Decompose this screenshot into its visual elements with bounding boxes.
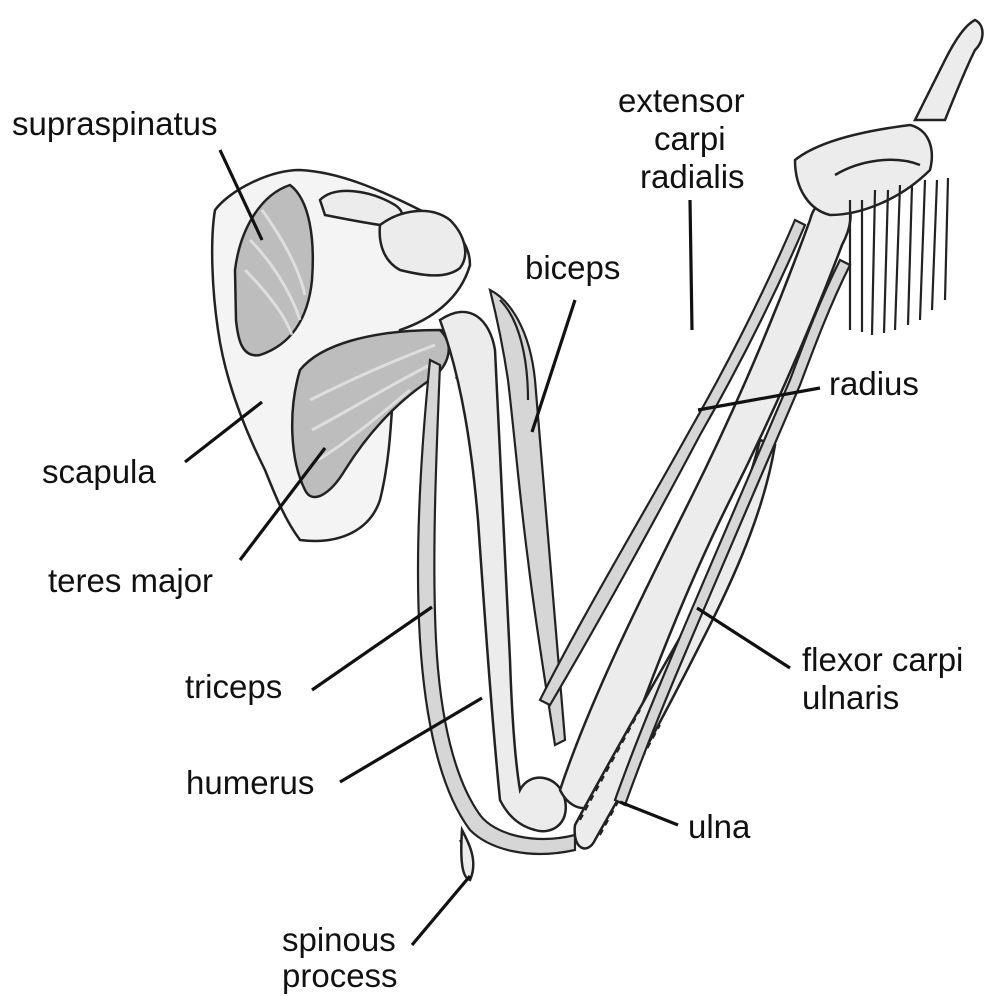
label-ulna: ulna [688, 809, 750, 845]
label-spinous-process-2: process [282, 958, 398, 994]
leader-extensor [690, 200, 692, 330]
leader-humerus [340, 698, 482, 782]
label-scapula: scapula [42, 454, 156, 490]
label-supraspinatus: supraspinatus [12, 106, 217, 142]
leader-biceps [532, 300, 575, 432]
label-extensor-carpi-radialis-2: carpi [654, 121, 726, 157]
label-flexor-carpi-ulnaris-1: flexor carpi [802, 642, 963, 678]
label-triceps: triceps [185, 669, 282, 705]
flexor-carpi-ulnaris-muscle [615, 260, 850, 805]
label-humerus: humerus [186, 765, 314, 801]
radius-bone [560, 198, 851, 808]
label-flexor-carpi-ulnaris-2: ulnaris [802, 680, 899, 716]
label-spinous-process-1: spinous [282, 922, 396, 958]
leader-triceps [312, 607, 432, 690]
label-extensor-carpi-radialis-3: radialis [640, 159, 745, 195]
leader-flexor [697, 608, 790, 668]
label-biceps: biceps [525, 250, 620, 286]
label-radius: radius [829, 366, 919, 402]
leader-spinous [412, 876, 470, 945]
leader-ulna [620, 802, 678, 825]
label-extensor-carpi-radialis-1: extensor [618, 83, 745, 119]
label-teres-major: teres major [48, 563, 213, 599]
